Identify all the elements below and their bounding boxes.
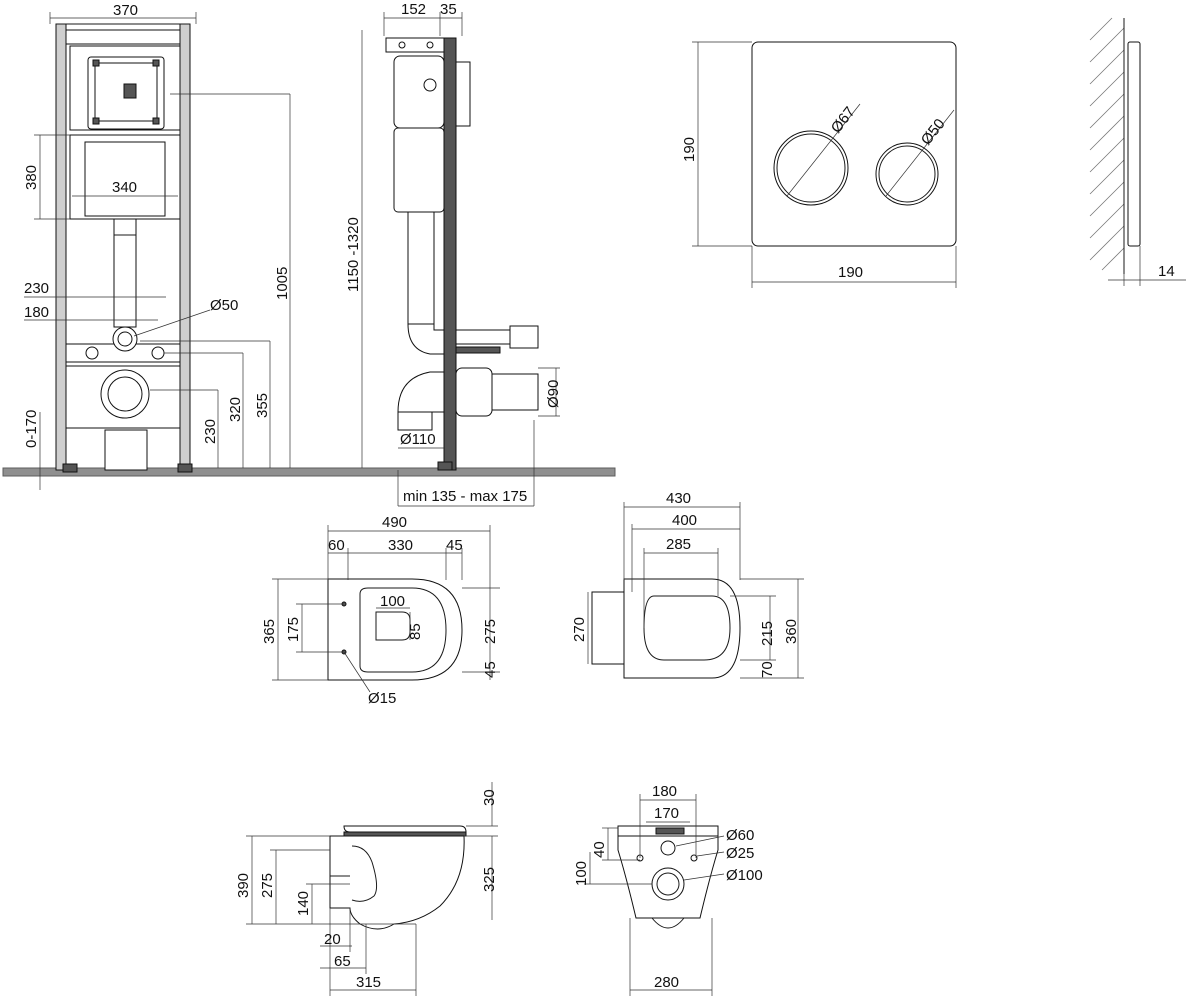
dim-bolt-span-outer: 230 (24, 280, 49, 297)
dim-drain-diameter: Ø110 (400, 431, 436, 448)
dim-drain-height: 140 (295, 891, 312, 916)
dim-bowl-left-offset: 60 (328, 537, 345, 554)
dim-height-total: 1005 (274, 267, 291, 300)
dim-bowl-height: 390 (235, 873, 252, 898)
dim-adjust-range: 0-170 (23, 410, 40, 448)
flush-plate-side (1089, 17, 1186, 286)
bowl-top-dimensions (272, 525, 500, 693)
dim-outlet-width: 100 (380, 593, 405, 610)
dim-bowl-right-offset: 45 (446, 537, 463, 554)
dim-bowl-overall: 490 (382, 514, 407, 531)
seat-top-dimensions (587, 502, 804, 679)
dim-lid-height: 30 (481, 789, 498, 806)
dim-inner-width: 275 (482, 619, 499, 644)
dim-bottom-offset: 45 (482, 661, 499, 678)
dim-height-230: 230 (202, 419, 219, 444)
dim-bowl-width: 365 (261, 619, 278, 644)
frame-side-dimensions (361, 12, 560, 507)
dim-seat-length: 400 (672, 512, 697, 529)
dim-hole-span: 175 (285, 617, 302, 642)
dim-back-hole-25: Ø25 (726, 845, 754, 862)
dim-back-width-inner: 170 (654, 805, 679, 822)
dim-back-vertical-100: 100 (573, 861, 590, 886)
dim-bowl-length: 315 (356, 974, 381, 991)
dim-back-width-top: 180 (652, 783, 677, 800)
dim-seat-opening: 285 (666, 536, 691, 553)
dim-hole-diameter: Ø15 (368, 690, 396, 707)
dim-tank-width: 340 (112, 179, 137, 196)
dim-height-355: 355 (254, 393, 271, 418)
dim-plate-height: 190 (681, 137, 698, 162)
dim-frame-width: 370 (113, 2, 138, 19)
dim-back-vertical-40: 40 (591, 841, 608, 858)
dim-back-hole-100: Ø100 (726, 867, 763, 884)
bowl-back-view (617, 825, 719, 929)
dim-plate-thickness: 14 (1158, 263, 1175, 280)
dim-tank-height: 380 (23, 165, 40, 190)
dim-offset-65: 65 (334, 953, 351, 970)
bowl-side-view (329, 825, 467, 930)
flush-plate-front (751, 41, 957, 247)
seat-top-view (591, 578, 741, 679)
frame-front-dimensions (24, 12, 291, 490)
dim-seat-width: 360 (783, 619, 800, 644)
dim-body-height: 325 (481, 867, 498, 892)
dim-seat-overall: 430 (666, 490, 691, 507)
frame-side-view (385, 37, 539, 471)
flush-plate-dimensions (692, 41, 957, 288)
dim-panel-thickness: 35 (440, 1, 457, 18)
dim-plate-width: 190 (838, 264, 863, 281)
dim-height-320: 320 (227, 397, 244, 422)
dim-offset-20: 20 (324, 931, 341, 948)
dim-back-width-bottom: 280 (654, 974, 679, 991)
dim-offset-range: min 135 - max 175 (403, 488, 527, 505)
dim-back-hole-60: Ø60 (726, 827, 754, 844)
dim-bolt-span-inner: 180 (24, 304, 49, 321)
floor-line (2, 467, 616, 477)
dim-frame-depth: 152 (401, 1, 426, 18)
dim-outlet-diameter: Ø50 (210, 297, 238, 314)
dim-pipe-diameter: Ø90 (545, 380, 562, 408)
dim-height-range: 1150 -1320 (345, 217, 362, 292)
dim-hinge-width: 270 (571, 617, 588, 642)
dim-outlet-depth: 85 (407, 623, 424, 640)
frame-front-view (55, 23, 193, 473)
dim-opening-width: 215 (759, 621, 776, 646)
dim-front-offset: 70 (759, 661, 776, 678)
dim-bowl-middle: 330 (388, 537, 413, 554)
bowl-back-dimensions (584, 794, 725, 996)
bowl-side-dimensions (246, 782, 498, 996)
dim-outlet-height: 275 (259, 873, 276, 898)
